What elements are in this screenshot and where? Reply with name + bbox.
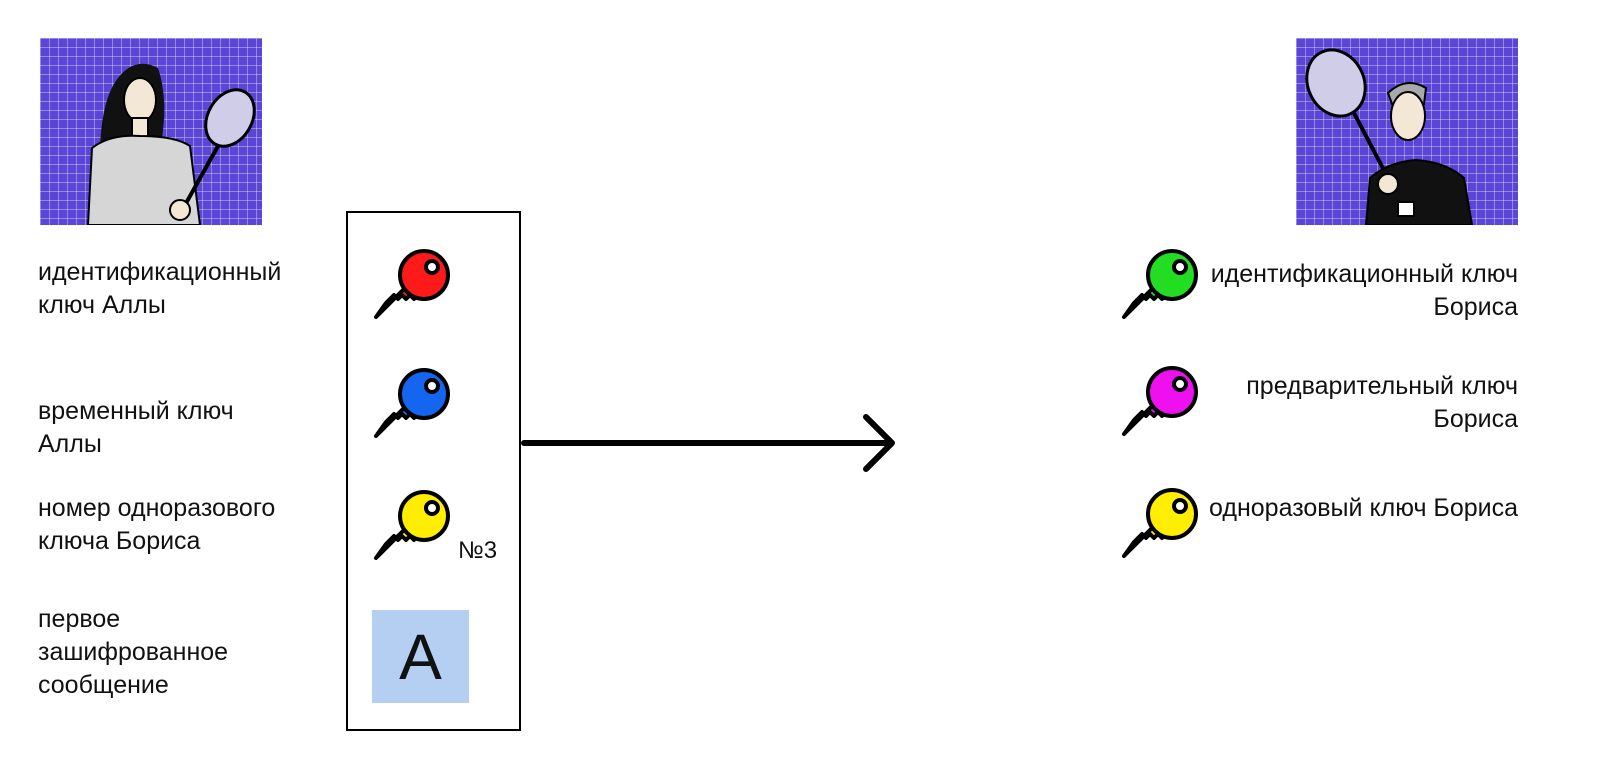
first-encrypted-message-label: первое зашифрованное сообщение	[38, 605, 229, 699]
key-icon	[1118, 245, 1202, 327]
initial-message-panel	[346, 211, 521, 731]
key-icon	[1118, 362, 1202, 444]
alla-portrait-icon	[40, 38, 262, 225]
onetime-key-number: №3	[458, 537, 498, 564]
key-icon	[1118, 484, 1202, 566]
alla-ephemeral-key-label: временный ключ Аллы	[38, 397, 234, 458]
boris-portrait-icon	[1296, 38, 1518, 225]
key-icon	[370, 245, 454, 327]
boris-prekey-label: предварительный ключ Бориса	[1246, 372, 1518, 433]
arrow-right-icon	[521, 414, 895, 472]
alla-identity-key-label: идентификационный ключ Аллы	[38, 258, 282, 319]
boris-onetime-key-label: одноразовый ключ Бориса	[1209, 494, 1518, 522]
boris-onetime-key-number-label: номер одноразового ключа Бориса	[38, 494, 276, 555]
encrypted-message-box: A	[372, 610, 469, 703]
key-icon	[370, 364, 454, 446]
key-icon	[370, 486, 454, 568]
boris-identity-key-label: идентификационный ключ Бориса	[1210, 260, 1518, 321]
